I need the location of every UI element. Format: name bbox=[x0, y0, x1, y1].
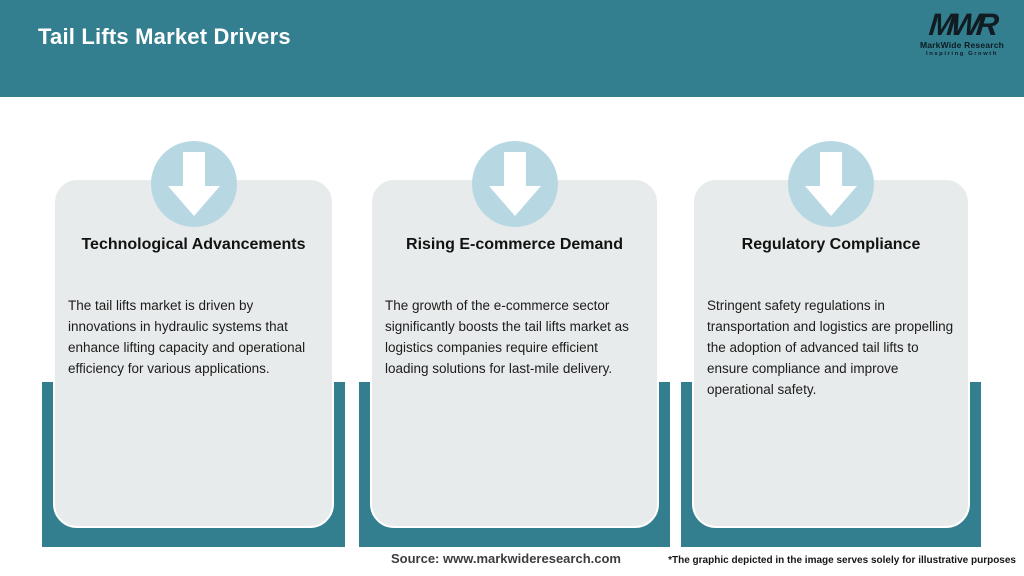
driver-badge bbox=[471, 141, 558, 227]
logo-name: MarkWide Research bbox=[919, 40, 1005, 51]
driver-card-title: Technological Advancements bbox=[81, 236, 306, 253]
driver-card-description: The growth of the e-commerce sector sign… bbox=[385, 298, 629, 376]
driver-column-3: Regulatory Compliance Stringent safety r… bbox=[681, 141, 981, 547]
arrow-down-icon bbox=[803, 150, 859, 218]
header-bar: Tail Lifts Market Drivers MWR MarkWide R… bbox=[0, 0, 1024, 97]
markwide-research-logo: MWR MarkWide Research Inspiring Growth bbox=[916, 7, 1008, 58]
driver-card-title: Regulatory Compliance bbox=[741, 236, 921, 253]
logo-tagline: Inspiring Growth bbox=[926, 51, 998, 58]
driver-card: Rising E-commerce Demand The growth of t… bbox=[370, 178, 659, 528]
driver-card-description: The tail lifts market is driven by innov… bbox=[68, 298, 306, 376]
arrow-down-icon bbox=[166, 150, 222, 218]
logo-monogram: MWR bbox=[927, 7, 997, 42]
driver-card-description: Stringent safety regulations in transpor… bbox=[707, 298, 954, 397]
driver-badge bbox=[150, 141, 237, 227]
driver-card: Technological Advancements The tail lift… bbox=[53, 178, 334, 528]
driver-column-2: Rising E-commerce Demand The growth of t… bbox=[359, 141, 670, 547]
driver-badge bbox=[788, 141, 874, 227]
arrow-down-icon bbox=[487, 150, 543, 218]
source-text: Source: www.markwideresearch.com bbox=[390, 551, 621, 566]
page-title: Tail Lifts Market Drivers bbox=[38, 24, 291, 49]
driver-card-title: Rising E-commerce Demand bbox=[406, 236, 623, 253]
driver-card: Regulatory Compliance Stringent safety r… bbox=[692, 178, 970, 528]
disclaimer-text: *The graphic depicted in the image serve… bbox=[668, 555, 1016, 566]
driver-column-1: Technological Advancements The tail lift… bbox=[42, 141, 345, 547]
